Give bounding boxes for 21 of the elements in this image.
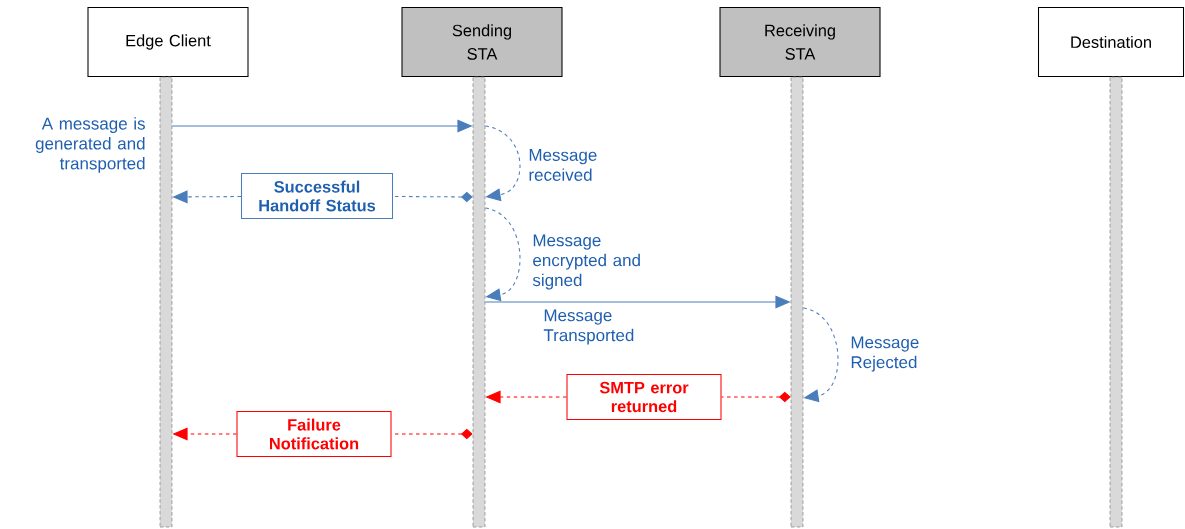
participant-box: Edge Client xyxy=(87,6,249,78)
self-arrow xyxy=(484,125,521,202)
edge-label: A message is generated and transported xyxy=(35,117,145,173)
participant-box: Sending STA xyxy=(401,6,563,78)
lifeline-bar xyxy=(1109,76,1123,528)
edge-label: Message encrypted and signed xyxy=(532,234,640,290)
arrow xyxy=(721,391,791,403)
edge-label: Message Transported xyxy=(543,309,634,345)
participant-box: Destination xyxy=(1038,6,1185,78)
message-box: Failure Notification xyxy=(236,411,392,458)
self-arrow xyxy=(802,307,839,403)
arrow xyxy=(392,191,473,203)
lifeline-bar xyxy=(790,76,804,528)
lifeline-bar xyxy=(159,76,173,528)
lifeline-bar xyxy=(472,76,486,528)
message-box: SMTP error returned xyxy=(566,373,722,421)
message-box: Successful Handoff Status xyxy=(240,172,394,220)
edge-label: Message received xyxy=(529,149,597,181)
self-arrow xyxy=(484,207,521,302)
participant-box: Receiving STA xyxy=(719,6,881,78)
edge-label: Message Rejected xyxy=(851,336,919,372)
